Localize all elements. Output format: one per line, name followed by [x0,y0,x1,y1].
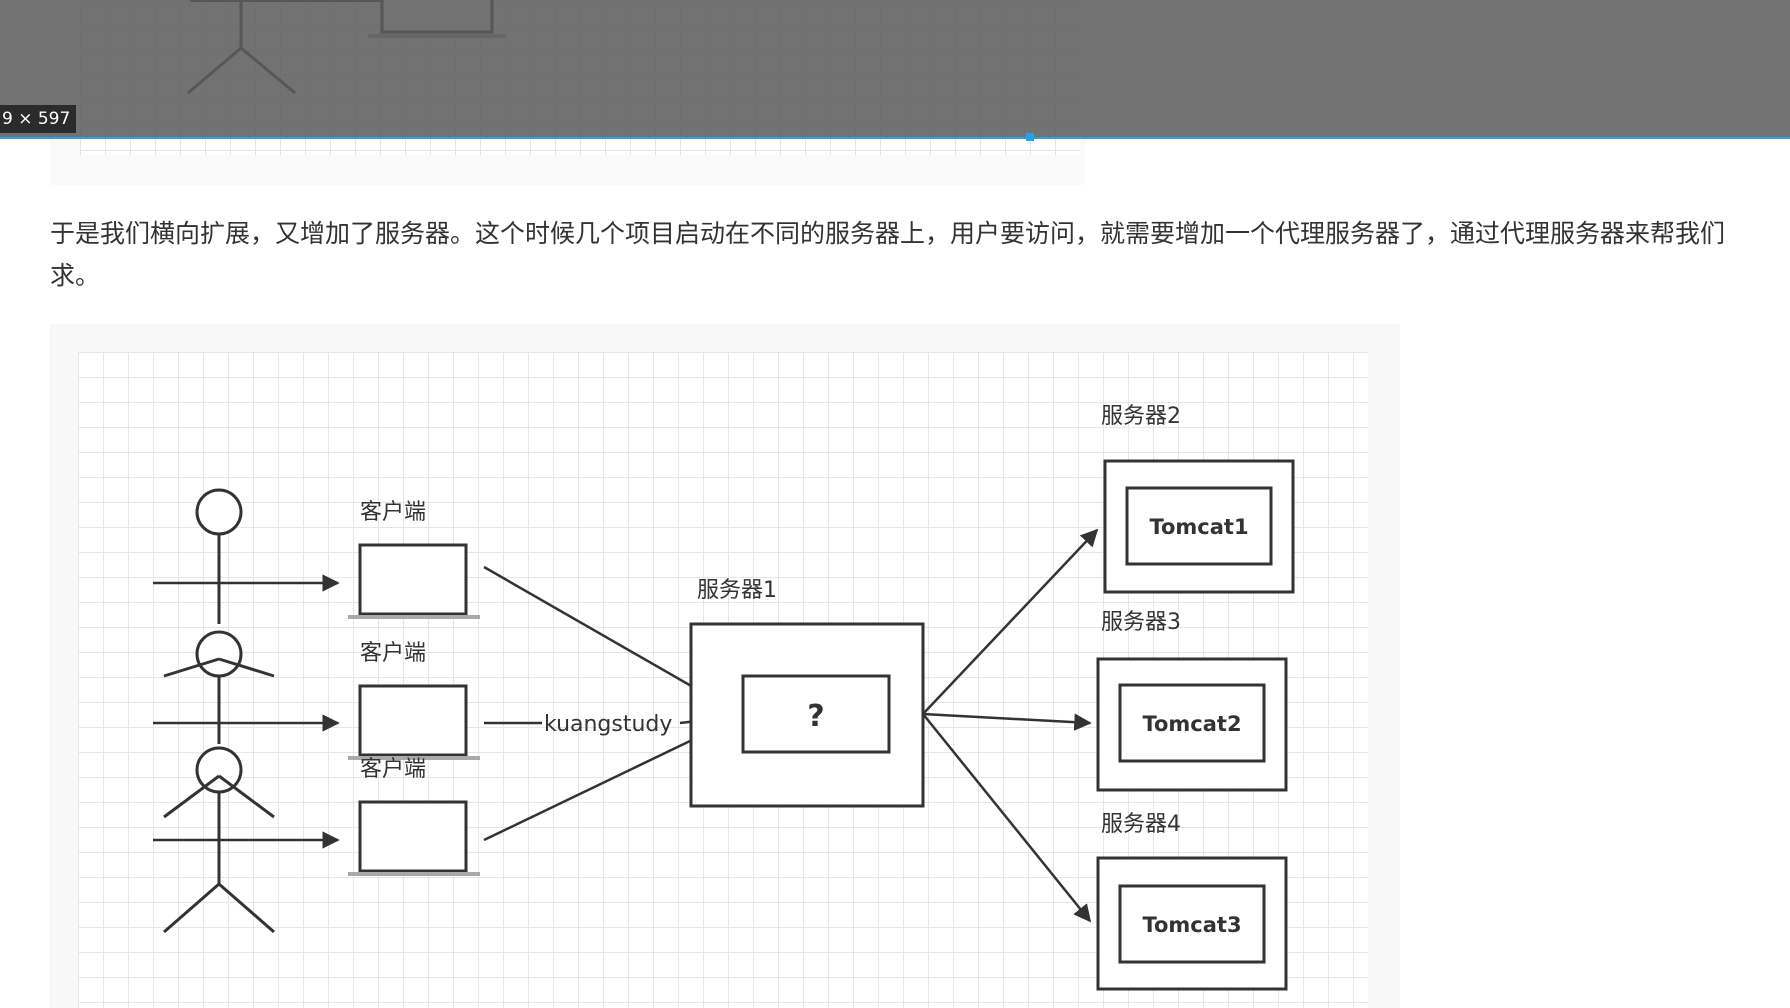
client-label-1: 客户端 [360,500,426,525]
paragraph-line-2: 求。 [50,261,101,290]
user-figure-2 [163,630,275,744]
tomcat1-box [1125,486,1273,566]
proxy-box [741,674,891,754]
user-figure-3 [163,746,275,934]
client-label-2: 客户端 [360,641,426,666]
server1-label: 服务器1 [697,578,777,603]
proxy-to-tomcat3-arrow [922,713,1092,923]
capture-size-badge: 9 × 597 [0,105,77,133]
proxy-to-tomcat2-arrow [922,712,1092,731]
proxy-to-tomcat1-arrow [922,528,1099,715]
proxy-mark: ? [807,699,824,734]
user-figure-1 [195,488,243,624]
client-laptop-3 [348,800,480,876]
paragraph-line-1: 于是我们横向扩展，又增加了服务器。这个时候几个项目启动在不同的服务器上，用户要访… [50,219,1726,248]
server3-label: 服务器3 [1101,610,1181,635]
diagram-drawing: 客户端 客户端 客户端 kuangstudy ? 服务器1 服务器2 Tomca… [153,404,1295,991]
tomcat3-label: Tomcat3 [1142,913,1241,937]
proxy-architecture-diagram: 客户端 客户端 客户端 kuangstudy ? 服务器1 服务器2 Tomca… [50,324,1400,1008]
client-label-3: 客户端 [360,757,426,782]
capture-resize-handle[interactable] [1026,133,1034,141]
capture-overlay [0,0,1790,139]
client-laptop-2 [348,684,480,760]
server4-label: 服务器4 [1101,812,1181,837]
tomcat3-box [1118,884,1266,964]
tomcat2-label: Tomcat2 [1142,712,1241,736]
edge-label: kuangstudy [544,712,672,737]
tomcat2-box [1118,683,1266,763]
article-paragraph: 于是我们横向扩展，又增加了服务器。这个时候几个项目启动在不同的服务器上，用户要访… [50,213,1790,297]
tomcat1-label: Tomcat1 [1149,515,1248,539]
client-laptop-1 [348,543,480,619]
server2-label: 服务器2 [1101,404,1181,429]
